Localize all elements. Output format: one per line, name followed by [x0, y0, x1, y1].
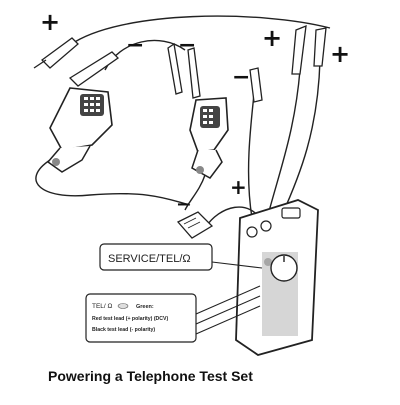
right-lead-3	[247, 84, 256, 219]
plus-sign-left: +	[40, 8, 60, 36]
plus-sign-tester: +	[230, 175, 247, 199]
clip-mid-b	[187, 47, 201, 99]
info-line2: Red test lead (+ polarity) (DCV)	[92, 316, 169, 322]
callout-info: TEL/ Ω Green: Red test lead (+ polarity)…	[85, 285, 261, 343]
right-lead-2	[281, 59, 321, 216]
minus-sign-tester: −	[176, 194, 191, 215]
tester-body	[235, 199, 319, 356]
info-line1-label: TEL/ Ω	[92, 303, 113, 310]
clip-right-minus	[249, 67, 263, 103]
plus-sign-right-b: +	[330, 40, 350, 68]
left-cord	[35, 159, 191, 206]
clip-left-minus	[68, 51, 120, 87]
green-led-icon	[117, 303, 129, 309]
right-lead-1	[267, 69, 301, 216]
callout-service: SERVICE/TEL/Ω	[99, 243, 263, 271]
clip-mid-a	[167, 42, 183, 95]
modular-plug	[176, 211, 214, 239]
butt-set-middle	[189, 97, 229, 179]
info-line1-color: Green:	[136, 304, 154, 310]
minus-sign-mid-a: −	[126, 33, 144, 58]
figure-caption: Powering a Telephone Test Set	[48, 368, 253, 384]
butt-set-left	[46, 87, 113, 173]
clip-right-plus-b	[313, 27, 327, 67]
clip-left-plus	[33, 37, 79, 69]
plus-sign-right-a: +	[262, 24, 282, 52]
rotary-knob	[270, 254, 298, 282]
rj-jack	[281, 207, 301, 219]
top-wire	[69, 15, 331, 46]
minus-sign-mid-b: −	[178, 33, 196, 58]
minus-sign-right: −	[232, 65, 250, 90]
info-line3: Black test lead (- polarity)	[92, 327, 155, 333]
mid-cord	[184, 174, 206, 211]
jack-1	[246, 226, 258, 238]
jack-2	[260, 220, 272, 232]
clip-right-plus-a	[291, 24, 307, 75]
callout-service-label: SERVICE/TEL/Ω	[108, 253, 191, 265]
